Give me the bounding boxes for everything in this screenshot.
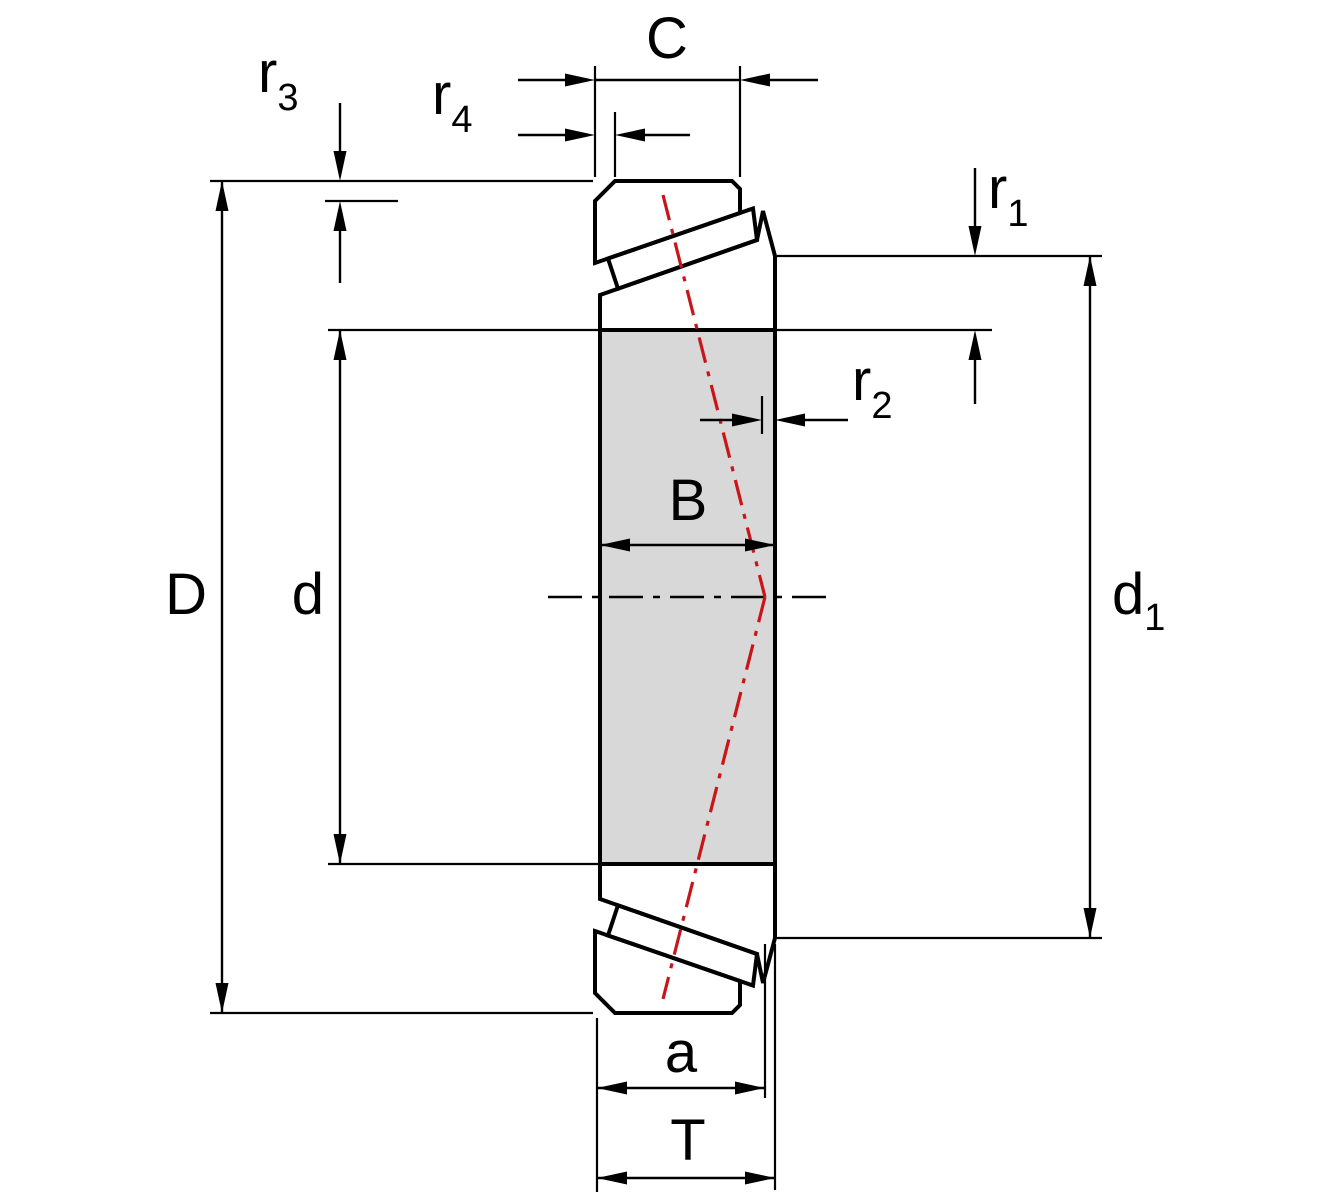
dim-label-chamfer-r2: r2	[852, 348, 892, 427]
dim-label-outer-ring-width: C	[646, 6, 688, 71]
dimension-chamfer-r3	[333, 103, 347, 283]
dim-label-rib-diameter: d1	[1112, 562, 1165, 639]
dimension-chamfer-r4	[518, 128, 690, 142]
dimension-lines	[215, 73, 1097, 1185]
dim-label-chamfer-r1: r1	[988, 156, 1028, 235]
dim-label-outer-diameter: D	[165, 562, 207, 627]
dimension-total-width	[597, 1171, 775, 1185]
dimension-bore-diameter	[333, 330, 347, 864]
dimension-rib-diameter	[1083, 256, 1097, 938]
dimension-outer-diameter	[215, 181, 229, 1013]
pressure-line-top	[661, 194, 767, 598]
dim-label-chamfer-r4: r4	[432, 62, 472, 141]
dimension-chamfer-r1	[968, 168, 982, 404]
dimension-labels: D d d1 C B a T r3 r4 r1 r2	[165, 6, 1165, 1173]
dimension-chamfer-r2	[700, 413, 848, 427]
dim-label-bore-diameter: d	[292, 562, 324, 627]
tapered-roller-top	[605, 205, 760, 292]
dimension-load-center-distance	[597, 1081, 765, 1095]
dim-label-chamfer-r3: r3	[258, 40, 298, 119]
dim-label-load-center-distance: a	[665, 1020, 698, 1085]
dim-label-inner-ring-width: B	[669, 468, 708, 533]
dimension-inner-ring-width	[600, 538, 775, 552]
dimension-outer-ring-width	[518, 73, 818, 87]
tapered-roller-bottom	[605, 902, 760, 989]
pressure-line-bottom	[661, 596, 767, 1000]
extension-lines	[210, 66, 1102, 1192]
dim-label-total-width: T	[670, 1108, 705, 1173]
